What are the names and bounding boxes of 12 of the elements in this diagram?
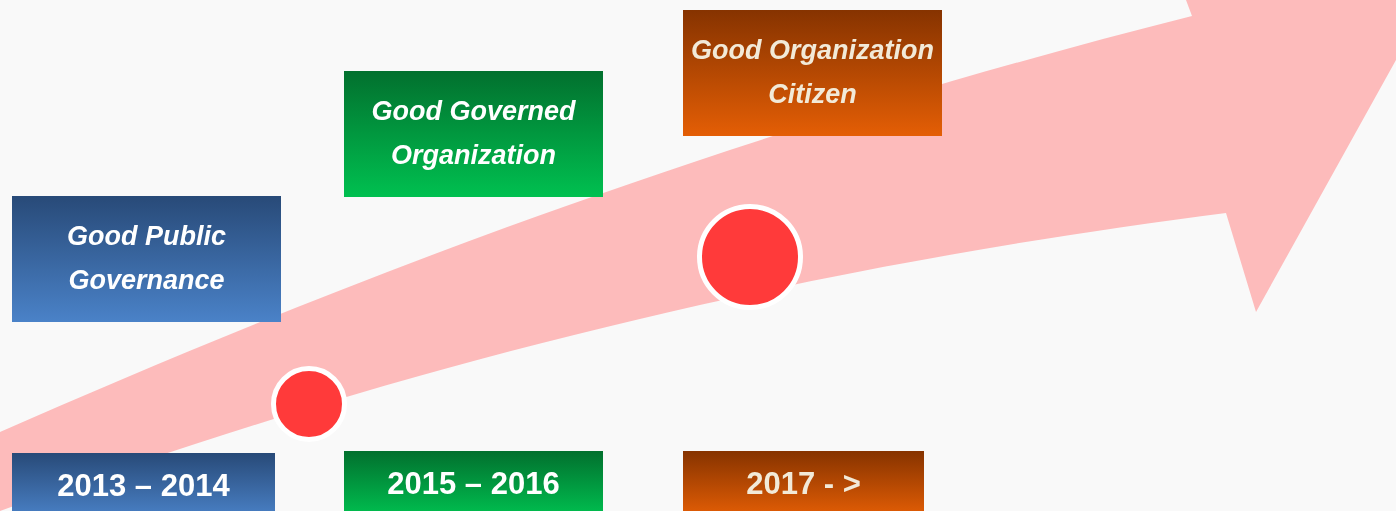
year-box xyxy=(12,453,275,511)
stage-title: Good Governed Organization xyxy=(370,95,577,172)
stage-box xyxy=(344,71,603,197)
stage-box xyxy=(12,196,281,322)
year-range: 2015 – 2016 xyxy=(387,466,560,502)
stage-title: Good Organization Citizen xyxy=(691,34,934,111)
year-box xyxy=(683,451,924,511)
stage-box xyxy=(683,10,942,136)
year-box xyxy=(344,451,603,511)
year-range: 2017 - > xyxy=(746,466,861,502)
stage-title: Good Public Governance xyxy=(66,220,227,297)
year-range: 2013 – 2014 xyxy=(57,468,230,504)
